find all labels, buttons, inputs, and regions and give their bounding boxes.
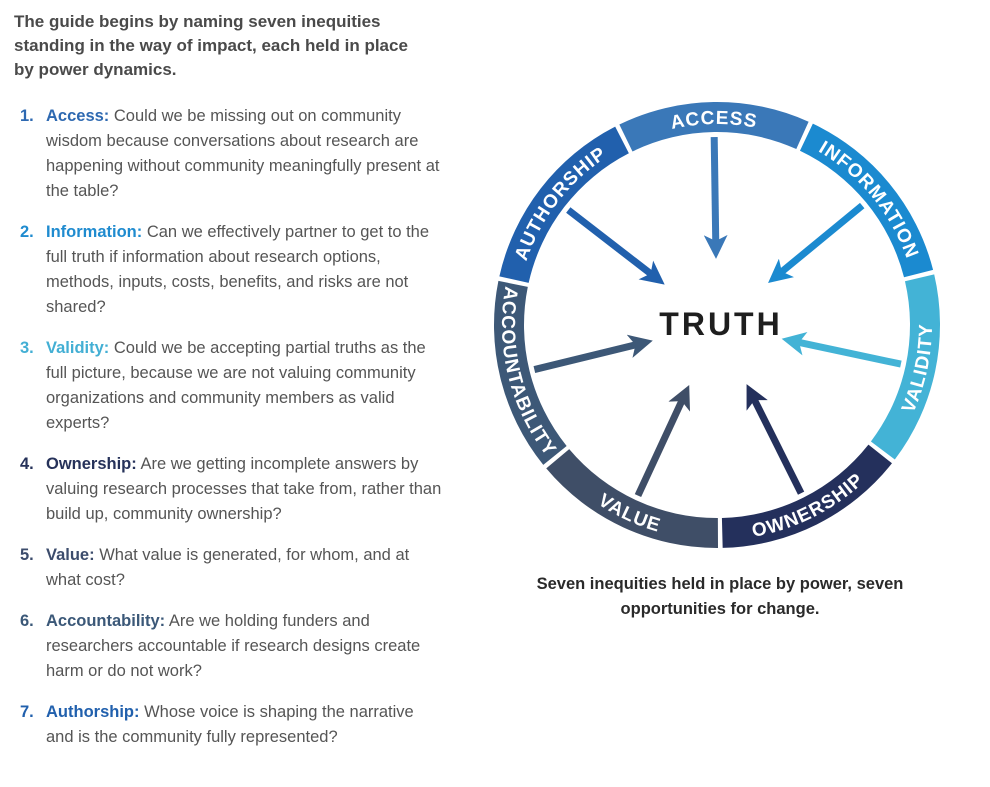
item-text: Are we holding funders and researchers a…: [46, 612, 421, 680]
ring-segment-authorship: [499, 126, 629, 283]
item-number: 3.: [20, 339, 34, 357]
item-term: Information:: [46, 223, 143, 241]
ring-segment-access: [619, 102, 809, 152]
item-term: Validity:: [46, 339, 110, 357]
item-number: 5.: [20, 546, 34, 564]
ring-segment-information: [799, 123, 934, 278]
ring-segment-value: [546, 449, 719, 548]
arrow-authorship: [566, 207, 665, 285]
item-text: Are we getting incomplete answers by val…: [46, 455, 442, 523]
ring-label-information: INFORMATION: [815, 137, 922, 261]
list-item-information: 2. Information: Can we effectively partn…: [20, 220, 445, 320]
item-term: Authorship:: [46, 703, 140, 721]
item-text: Can we effectively partner to get to the…: [46, 223, 430, 316]
list-item-ownership: 4. Ownership: Are we getting incomplete …: [20, 452, 445, 527]
item-text: Whose voice is shaping the narrative and…: [46, 703, 414, 746]
item-number: 7.: [20, 703, 34, 721]
item-text: What value is generated, for whom, and a…: [46, 546, 410, 589]
list-item-accountability: 6. Accountability: Are we holding funder…: [20, 609, 445, 684]
list-item-validity: 3. Validity: Could we be accepting parti…: [20, 336, 445, 436]
ring-label-authorship: AUTHORSHIP: [511, 143, 610, 263]
item-term: Value:: [46, 546, 95, 564]
item-number: 4.: [20, 455, 34, 473]
item-text: Could we be accepting partial truths as …: [46, 339, 426, 432]
truth-label: TRUTH: [659, 306, 782, 342]
list-item-authorship: 7. Authorship: Whose voice is shaping th…: [20, 700, 445, 750]
inequity-arrows: [533, 136, 902, 498]
ring-label-ownership: OWNERSHIP: [750, 469, 868, 542]
arrow-value: [634, 384, 691, 498]
item-text: Could we be missing out on community wis…: [46, 107, 440, 200]
inequities-list: 1. Access: Could we be missing out on co…: [20, 104, 445, 766]
ring-segment-ownership: [721, 444, 892, 548]
item-number: 6.: [20, 612, 34, 630]
intro-heading: The guide begins by naming seven inequit…: [14, 12, 408, 79]
list-item-access: 1. Access: Could we be missing out on co…: [20, 104, 445, 204]
item-term: Access:: [46, 107, 110, 125]
ring-segment-accountability: [494, 280, 567, 465]
list-item-value: 5. Value: What value is generated, for w…: [20, 543, 445, 593]
arrow-access: [703, 136, 728, 259]
item-term: Ownership:: [46, 455, 137, 473]
arrow-ownership: [746, 384, 805, 495]
ring-segment-validity: [870, 274, 940, 460]
item-term: Accountability:: [46, 612, 166, 630]
arrow-accountability: [533, 334, 653, 373]
arrow-information: [768, 202, 865, 284]
item-number: 2.: [20, 223, 34, 241]
arrow-validity: [781, 332, 902, 368]
truth-diagram: AUTHORSHIPACCESSINFORMATIONVALIDITYOWNER…: [494, 102, 940, 548]
diagram-caption: Seven inequities held in place by power,…: [536, 575, 904, 618]
item-number: 1.: [20, 107, 34, 125]
ring-label-validity: VALIDITY: [898, 323, 937, 416]
